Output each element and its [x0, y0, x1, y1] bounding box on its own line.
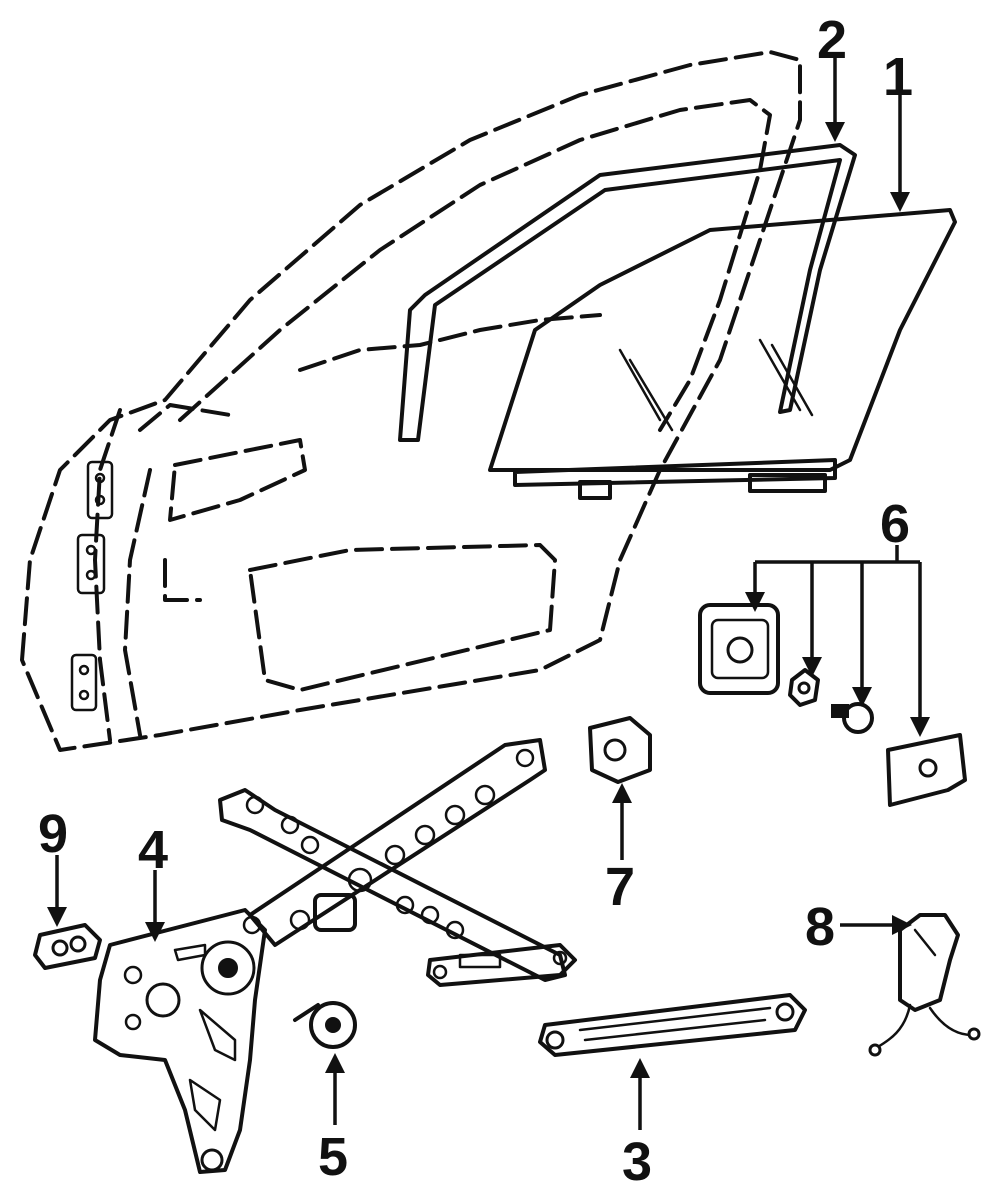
leader-lines — [47, 58, 930, 1130]
callout-6: 6 — [880, 494, 910, 554]
part-9-bumper — [33, 923, 102, 970]
callout-1: 1 — [883, 47, 913, 107]
part-5-roller — [293, 1001, 357, 1049]
callout-3: 3 — [622, 1132, 652, 1192]
regulator-arm-holes — [289, 748, 535, 931]
part-6-bushing-set — [698, 603, 967, 807]
part-7-clip — [588, 716, 652, 784]
part-1-door-glass — [488, 208, 957, 500]
callout-2: 2 — [817, 10, 847, 70]
part-2-run-channel — [398, 143, 857, 442]
callout-7: 7 — [605, 857, 635, 917]
part-4-regulator — [93, 738, 577, 1174]
callout-9: 9 — [38, 804, 68, 864]
callout-4: 4 — [138, 820, 168, 880]
callout-8: 8 — [805, 897, 835, 957]
door-shell — [20, 50, 802, 752]
part-3-channel — [538, 993, 807, 1057]
callout-5: 5 — [318, 1127, 348, 1187]
cross-arm-holes — [245, 795, 465, 940]
callout-labels: 1 2 6 7 9 4 8 5 3 — [38, 10, 913, 1192]
part-8-motor — [868, 913, 981, 1057]
